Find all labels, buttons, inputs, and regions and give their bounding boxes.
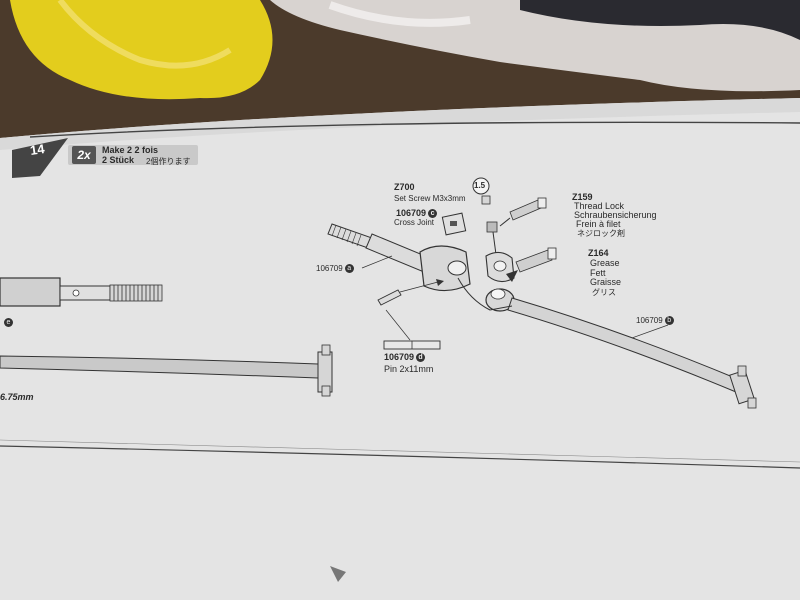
left-shaft [0,277,61,307]
set-screw [481,195,498,233]
pin-name: Pin 2x11mm [384,364,434,374]
step-tab [12,138,68,178]
set-screw-code: Z700 [394,182,415,192]
left-part-letter: e [2,318,13,328]
thread-lock-fr: Frein à filet [576,219,621,229]
grease-tube [515,247,557,273]
make-count-badge [68,145,198,165]
left-dimension: 6.75mm [0,392,34,402]
yellow-bag [10,0,273,100]
cross-joint-name: Cross Joint [394,218,435,227]
hex-wrench-icon [472,177,490,195]
shaft-a [327,223,431,273]
grease-en: Grease [590,258,620,268]
grease-fr: Graisse [590,277,622,287]
make-text-line1: Make 2 2 fois [102,145,159,155]
hex-wrench-size: 1.5 [474,181,486,190]
thread-lock-jp: ネジロック剤 [577,229,625,238]
make-text-jp: 2個作ります [146,157,191,166]
yoke-a [419,245,471,292]
grease-code: Z164 [588,248,609,258]
page-mark [330,566,346,582]
thread-lock-en: Thread Lock [574,201,625,211]
set-screw-name: Set Screw M3x3mm [394,194,466,203]
multiplier-badge: 2x [72,146,96,164]
thread-lock-tube [509,197,547,221]
step-number: 14 [29,141,46,158]
pin [377,289,402,306]
make-text-line2: 2 Stück [102,155,135,165]
thread-lock-de: Schraubensicherung [574,210,657,220]
grease-de: Fett [590,268,606,278]
grease-jp: グリス [592,288,616,297]
thread-lock-code: Z159 [572,192,593,202]
